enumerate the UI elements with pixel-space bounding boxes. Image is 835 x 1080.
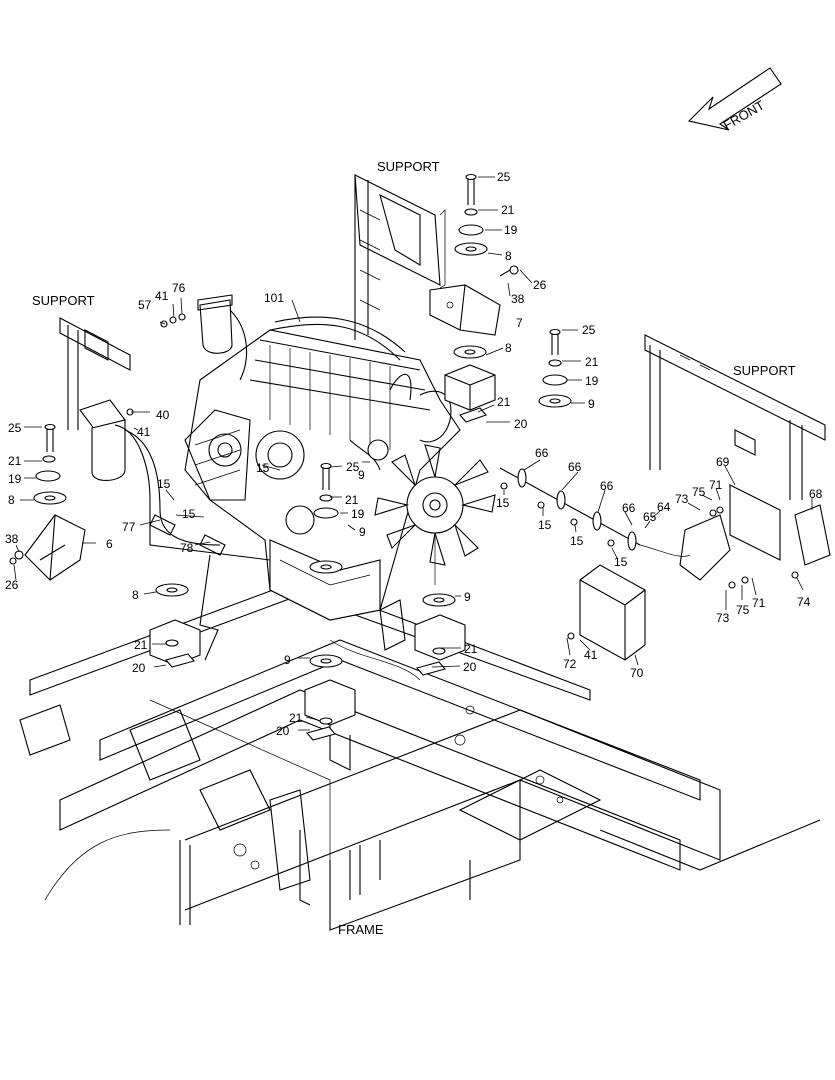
callout: 19 xyxy=(585,374,599,388)
front-direction-arrow: FRONT xyxy=(687,67,782,133)
callout: 74 xyxy=(797,595,811,609)
callout: 20 xyxy=(276,724,290,738)
callout: 75 xyxy=(692,485,706,499)
callout: 9 xyxy=(464,590,471,604)
callout: 21 xyxy=(289,711,303,725)
callout: 76 xyxy=(172,281,186,295)
callout: 15 xyxy=(614,555,628,569)
callout: 41 xyxy=(155,289,169,303)
callout: 20 xyxy=(132,661,146,675)
fuel-filter-left xyxy=(79,399,271,661)
cooling-fan xyxy=(374,444,496,585)
callout: 71 xyxy=(752,596,766,610)
callout: 19 xyxy=(504,223,518,237)
support-right-label: SUPPORT xyxy=(733,363,796,378)
callout: 15 xyxy=(182,507,196,521)
callout: 21 xyxy=(134,638,148,652)
callout: 20 xyxy=(514,417,528,431)
callout: 21 xyxy=(8,454,22,468)
callout: 8 xyxy=(8,493,15,507)
center-mount-block xyxy=(444,364,496,411)
callout: 21 xyxy=(497,395,511,409)
callout: 15 xyxy=(570,534,584,548)
callout: 41 xyxy=(137,425,151,439)
callout: 9 xyxy=(284,653,291,667)
callout: 72 xyxy=(563,657,577,671)
callout: 41 xyxy=(584,648,598,662)
callout: 57 xyxy=(138,298,152,312)
support-right: SUPPORT xyxy=(644,334,826,500)
callout: 66 xyxy=(535,446,549,460)
leader-lines xyxy=(13,176,813,731)
frame-label: FRAME xyxy=(338,922,384,937)
callout: 70 xyxy=(630,666,644,680)
callout: 71 xyxy=(709,478,723,492)
callout: 25 xyxy=(582,323,596,337)
callout: 6 xyxy=(106,537,113,551)
callout: 21 xyxy=(501,203,515,217)
callout: 64 xyxy=(657,500,671,514)
callout: 19 xyxy=(351,507,365,521)
callout: 26 xyxy=(533,278,547,292)
callout: 25 xyxy=(346,460,360,474)
callout: 26 xyxy=(5,578,19,592)
callout: 25 xyxy=(497,170,511,184)
callout: 38 xyxy=(511,292,525,306)
callout: 8 xyxy=(505,341,512,355)
bracket-6 xyxy=(24,514,86,581)
callout: 78 xyxy=(180,541,194,555)
callout: 19 xyxy=(8,472,22,486)
callout: 66 xyxy=(600,479,614,493)
callout: 8 xyxy=(505,249,512,263)
callout: 15 xyxy=(538,518,552,532)
callout: 15 xyxy=(256,461,270,475)
callout: 40 xyxy=(156,408,170,422)
bracket-7 xyxy=(429,284,501,336)
cover-70 xyxy=(579,564,646,661)
hardware-stacks xyxy=(9,173,615,741)
callout: 25 xyxy=(8,421,22,435)
ecu-bracket xyxy=(639,484,831,589)
callout: 77 xyxy=(122,520,136,534)
support-left: SUPPORT xyxy=(32,293,131,430)
support-left-label: SUPPORT xyxy=(32,293,95,308)
callout: 9 xyxy=(358,468,365,482)
callout: 69 xyxy=(716,455,730,469)
callout: 38 xyxy=(5,532,19,546)
engine-assembly xyxy=(184,294,496,621)
callout: 9 xyxy=(588,397,595,411)
support-top: SUPPORT xyxy=(354,159,446,340)
hose-clamps xyxy=(499,467,641,551)
frame-mounts xyxy=(149,599,466,771)
callout: 7 xyxy=(516,316,523,330)
callout: 66 xyxy=(622,501,636,515)
callout: 21 xyxy=(585,355,599,369)
callout: 75 xyxy=(736,603,750,617)
callout: 73 xyxy=(675,492,689,506)
callout: 8 xyxy=(132,588,139,602)
callout: 21 xyxy=(464,642,478,656)
callout: 73 xyxy=(716,611,730,625)
support-top-label: SUPPORT xyxy=(377,159,440,174)
callout: 101 xyxy=(264,291,284,305)
callout: 68 xyxy=(809,487,823,501)
callout: 66 xyxy=(568,460,582,474)
callout-numbers: 25 21 19 8 26 38 7 8 21 20 101 57 41 76 … xyxy=(5,170,823,738)
callout: 15 xyxy=(157,477,171,491)
callout: 15 xyxy=(496,496,510,510)
callout: 65 xyxy=(643,510,657,524)
callout: 20 xyxy=(463,660,477,674)
callout: 21 xyxy=(345,493,359,507)
callout: 9 xyxy=(359,525,366,539)
frame: FRAME xyxy=(19,579,821,937)
front-label: FRONT xyxy=(721,97,767,132)
